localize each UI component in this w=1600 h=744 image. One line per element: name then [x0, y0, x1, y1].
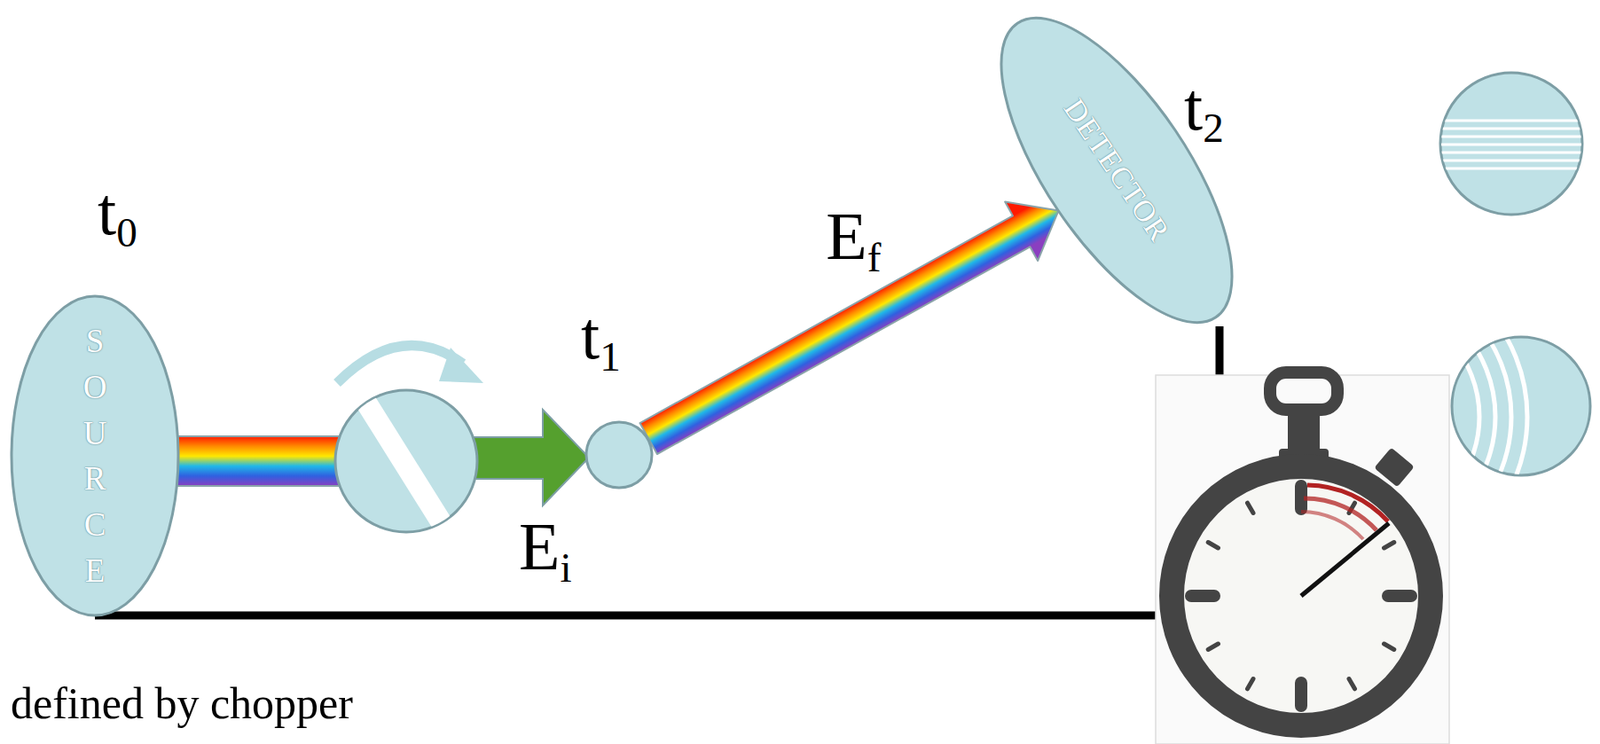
node-outline — [585, 421, 653, 489]
stripe — [1436, 135, 1588, 139]
energy-label: Ei — [518, 512, 573, 581]
tick-mark — [1294, 682, 1308, 706]
tick-mark — [1247, 502, 1255, 513]
stopwatch-stem — [1287, 409, 1320, 455]
image-rings — [1204, 255, 1528, 579]
stopwatch — [1155, 372, 1450, 744]
stripe — [1436, 119, 1588, 123]
stopwatch-face — [1171, 466, 1431, 726]
source-ellipse: t0SOURCE — [9, 294, 181, 618]
detector-ellipse-shape — [958, 0, 1275, 358]
stripe — [1436, 159, 1588, 163]
ring — [1204, 255, 1528, 579]
energy-label: Ef — [825, 202, 881, 270]
white-beam — [172, 436, 351, 487]
subscript: 1 — [599, 333, 621, 380]
time-label: t1 — [580, 301, 621, 369]
chopper-slit — [352, 381, 455, 543]
tick-mark — [1388, 589, 1412, 603]
ring — [1220, 271, 1512, 563]
stripe — [1436, 167, 1588, 171]
motion-arc — [1307, 485, 1389, 522]
stripe — [1436, 151, 1588, 155]
source-label: SOURCE — [78, 318, 112, 595]
subscript: 0 — [116, 209, 138, 256]
tick-mark — [1207, 542, 1218, 550]
image-stripes — [1436, 120, 1588, 169]
subscript: 2 — [1202, 104, 1224, 151]
monochromatic-beam — [461, 409, 589, 506]
rotation-arrow-head — [439, 347, 484, 384]
ring — [1252, 303, 1480, 531]
stopwatch-frame — [1155, 375, 1450, 744]
ring — [1236, 287, 1496, 547]
motion-arc — [1301, 511, 1364, 540]
stopwatch-hand — [1301, 523, 1389, 597]
tick-mark — [1384, 643, 1395, 651]
time-label: t0 — [97, 177, 138, 245]
tick-mark — [1349, 679, 1356, 690]
detector-ellipse: t2DETECTOR — [996, 15, 1237, 326]
tick-mark — [1384, 542, 1395, 550]
tick-mark — [1247, 679, 1255, 690]
beam-arrow-path — [639, 202, 1059, 455]
sample-circle-shape — [586, 422, 652, 488]
stripe — [1436, 143, 1588, 147]
sample-circle: t1 — [585, 421, 653, 489]
stopwatch-ticks — [1191, 486, 1412, 706]
stopwatch-ring — [1270, 372, 1338, 410]
timing-wire — [94, 611, 1162, 620]
tick-mark — [1191, 589, 1215, 603]
tick-mark — [1207, 643, 1218, 651]
chopper-slit-line — [352, 381, 455, 543]
beam-arrow — [639, 202, 1059, 455]
stripe — [1436, 127, 1588, 131]
source-ellipse-shape — [11, 296, 179, 616]
note-text: defined by chopper — [10, 679, 353, 729]
subscript: i — [559, 544, 572, 591]
subscript: f — [867, 234, 882, 281]
time-label: t2 — [1184, 72, 1224, 141]
